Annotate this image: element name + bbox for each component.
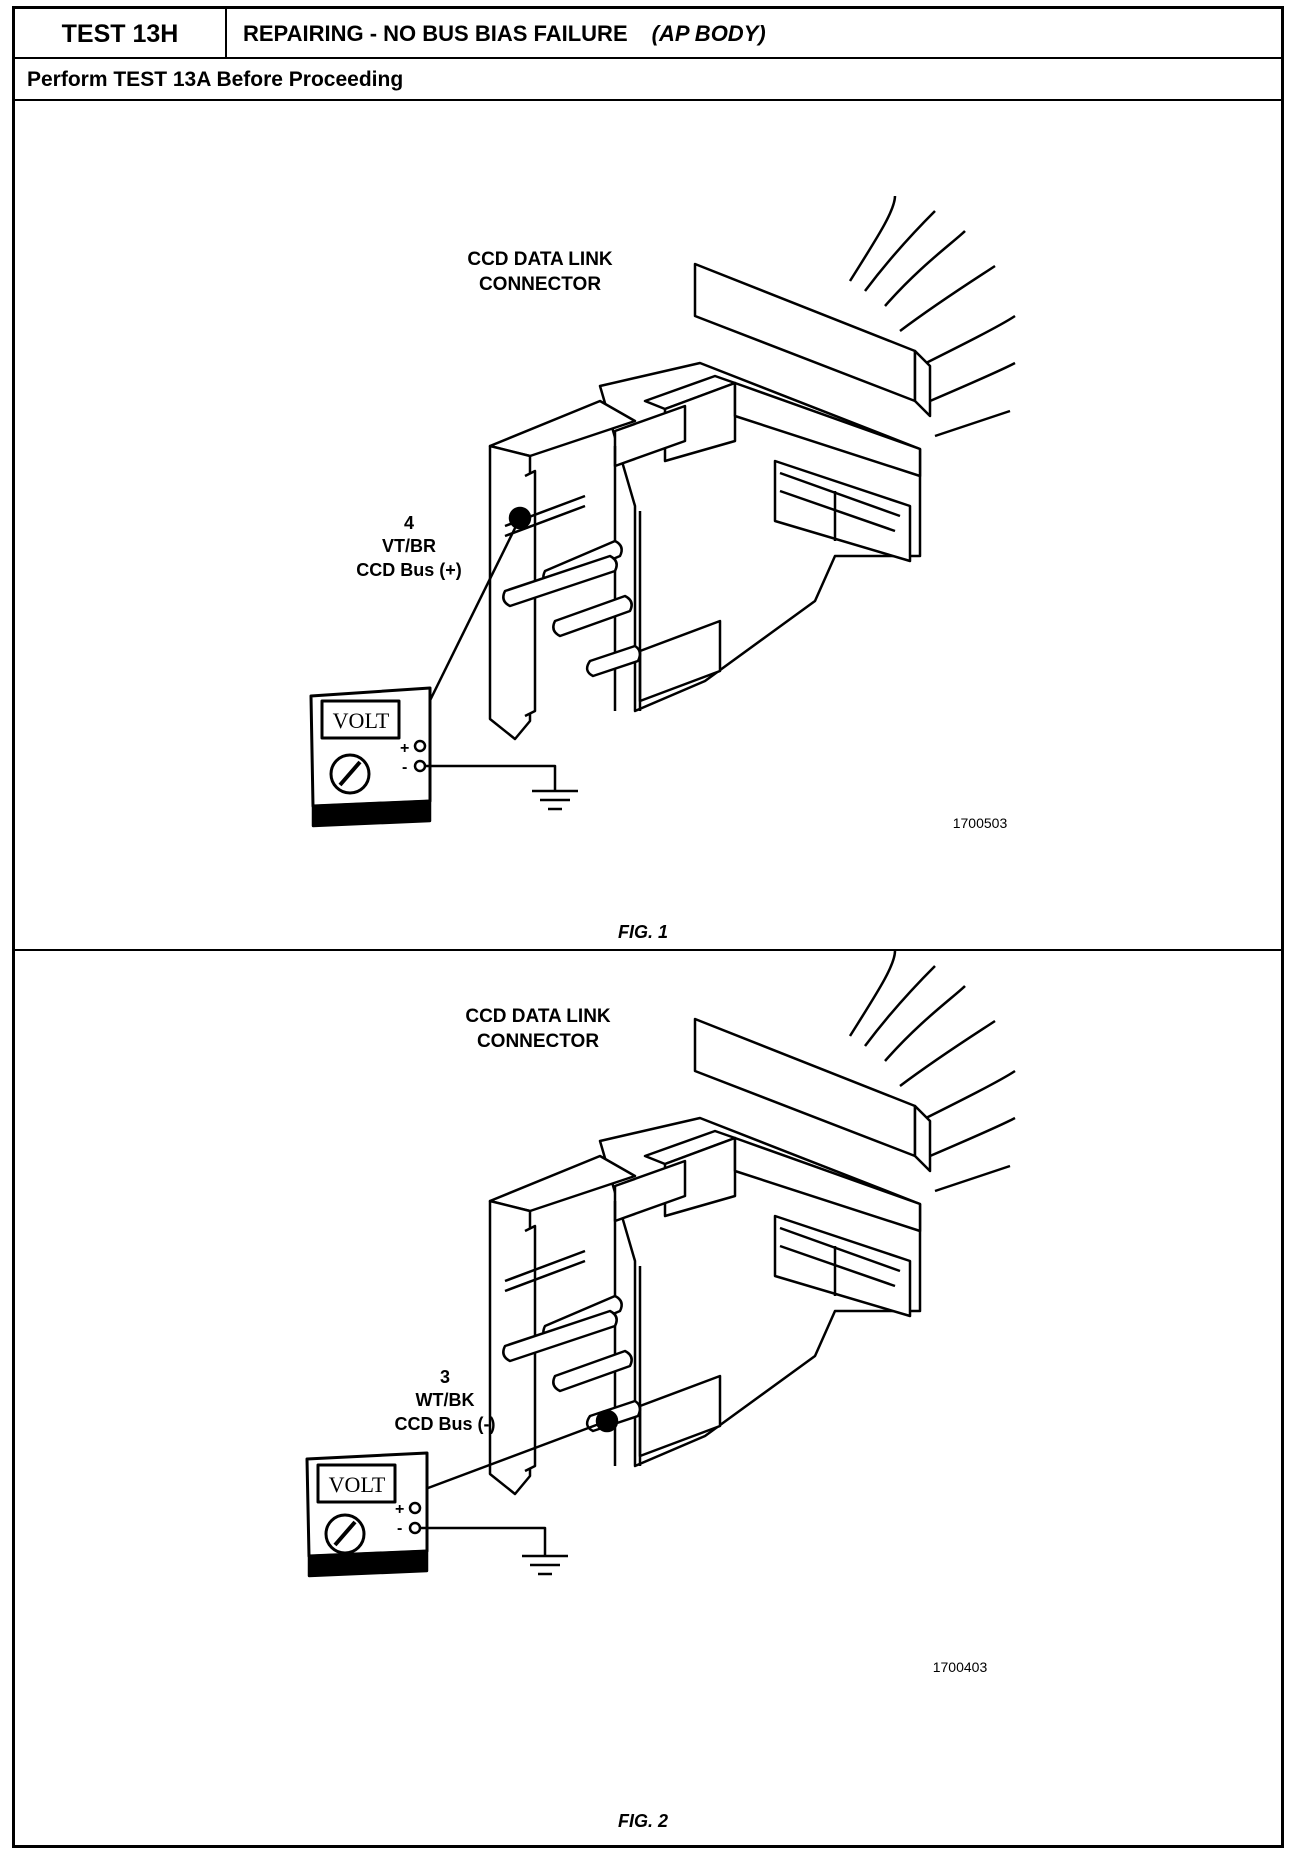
voltmeter <box>309 686 432 828</box>
figure-1: CCD DATA LINK CONNECTOR 4 VT/BR CCD Bus … <box>15 101 1281 951</box>
wire-bundle <box>848 951 1016 1193</box>
connector-label-line1: CCD DATA LINK <box>465 1006 611 1027</box>
meter-display-label: VOLT <box>329 1472 386 1497</box>
test-id: TEST 13H <box>15 9 227 57</box>
test-title-text: REPAIRING - NO BUS BIAS FAILURE <box>243 21 628 46</box>
test-title-qualifier: (AP BODY) <box>651 21 766 46</box>
negative-test-lead <box>425 764 557 791</box>
meter-display-label: VOLT <box>333 708 390 733</box>
test-header: TEST 13H REPAIRING - NO BUS BIAS FAILURE… <box>15 9 1281 59</box>
test-title: REPAIRING - NO BUS BIAS FAILURE (AP BODY) <box>243 9 766 57</box>
prerequisite-note: Perform TEST 13A Before Proceeding <box>15 59 1281 101</box>
ground-symbol-icon <box>532 789 578 811</box>
meter-minus-terminal: - <box>397 1520 402 1537</box>
wire-color: VT/BR <box>382 536 436 556</box>
figure-2-drawing: CCD DATA LINK CONNECTOR 3 WT/BK CCD Bus … <box>305 951 1016 1831</box>
connector-pins <box>502 1249 642 1433</box>
ccd-data-link-connector <box>488 1017 932 1496</box>
meter-plus-terminal: + <box>395 1501 404 1518</box>
pin-number: 4 <box>404 513 414 533</box>
negative-test-lead <box>420 1526 547 1556</box>
connector-label-line1: CCD DATA LINK <box>467 249 613 270</box>
connector-label-line2: CONNECTOR <box>479 274 601 295</box>
figure-2: CCD DATA LINK CONNECTOR 3 WT/BK CCD Bus … <box>15 951 1281 1845</box>
ccd-data-link-connector <box>488 262 932 741</box>
connector-label-line2: CONNECTOR <box>477 1031 599 1052</box>
voltmeter <box>305 1451 429 1578</box>
figure-1-drawing: CCD DATA LINK CONNECTOR 4 VT/BR CCD Bus … <box>309 195 1016 942</box>
figure-caption: FIG. 2 <box>618 1811 668 1831</box>
connector-pins <box>502 494 642 678</box>
meter-plus-terminal: + <box>400 740 409 757</box>
wire-color: WT/BK <box>416 1390 475 1410</box>
circuit-name: CCD Bus (+) <box>356 560 462 580</box>
wire-bundle <box>848 195 1016 438</box>
ground-symbol-icon <box>522 1554 568 1576</box>
meter-minus-terminal: - <box>402 759 407 776</box>
pin-number: 3 <box>440 1367 450 1387</box>
image-code: 1700403 <box>933 1659 988 1675</box>
positive-test-lead <box>419 1419 608 1493</box>
service-manual-page: TEST 13H REPAIRING - NO BUS BIAS FAILURE… <box>12 6 1284 1848</box>
figure-caption: FIG. 1 <box>618 922 668 942</box>
circuit-name: CCD Bus (-) <box>395 1414 496 1434</box>
image-code: 1700503 <box>953 815 1008 831</box>
